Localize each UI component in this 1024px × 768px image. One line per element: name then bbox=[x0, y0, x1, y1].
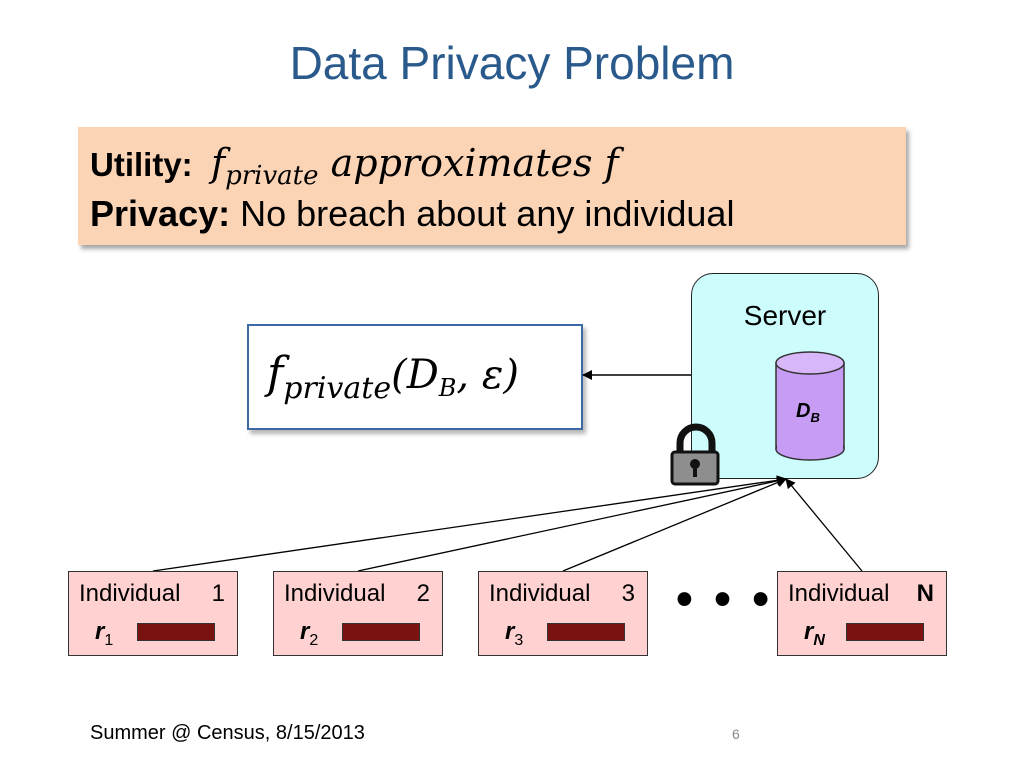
page-number: 6 bbox=[732, 726, 740, 742]
record-sub: 3 bbox=[514, 631, 524, 649]
database-icon bbox=[775, 351, 845, 461]
record-sub: N bbox=[813, 631, 825, 649]
utility-label: Utility: bbox=[90, 146, 193, 183]
record-r: r bbox=[804, 618, 814, 645]
private-function-formula: fprivate(DB, ε) bbox=[267, 348, 519, 406]
arrow-individual-1 bbox=[152, 475, 787, 572]
func-args-close: , ε) bbox=[456, 352, 519, 398]
server-label: Server bbox=[743, 300, 827, 331]
func-args-sub: B bbox=[438, 374, 457, 402]
record-sub: 2 bbox=[309, 631, 319, 649]
record-bar bbox=[342, 623, 420, 641]
arrow-individual-2 bbox=[357, 476, 787, 572]
db-sub: B bbox=[810, 410, 820, 425]
slide-title: Data Privacy Problem bbox=[289, 37, 735, 89]
utility-line: Utility: fprivate approximates f bbox=[90, 141, 619, 191]
individual-number: N bbox=[916, 580, 934, 607]
ellipsis: • • • bbox=[676, 573, 774, 626]
individual-label: Individual bbox=[284, 580, 386, 607]
record-sub: 1 bbox=[104, 631, 114, 649]
individual-number: 1 bbox=[211, 580, 225, 607]
arrow-individual-n bbox=[785, 478, 863, 572]
private-function-box: fprivate(DB, ε) bbox=[247, 324, 583, 430]
record-bar bbox=[137, 623, 215, 641]
utility-f: f bbox=[211, 141, 226, 185]
individual-box-n: Individual N rN bbox=[777, 571, 947, 656]
individual-label: Individual bbox=[788, 580, 890, 607]
record-bar bbox=[547, 623, 625, 641]
db-main: D bbox=[796, 400, 811, 422]
privacy-label: Privacy: bbox=[90, 193, 231, 234]
record-label: r1 bbox=[95, 618, 113, 650]
func-f: f bbox=[267, 348, 284, 399]
record-label: r3 bbox=[505, 618, 523, 650]
record-label: rN bbox=[804, 618, 825, 650]
individual-box-2: Individual 2 r2 bbox=[273, 571, 443, 656]
utility-rest: approximates f bbox=[318, 141, 619, 185]
individual-number: 2 bbox=[416, 580, 430, 607]
utility-sub: private bbox=[225, 161, 319, 191]
database-label: DB bbox=[796, 400, 820, 425]
individual-box-1: Individual 1 r1 bbox=[68, 571, 238, 656]
arrow-individual-3 bbox=[562, 477, 787, 572]
lock-icon bbox=[670, 423, 720, 486]
footer-text: Summer @ Census, 8/15/2013 bbox=[90, 722, 365, 744]
record-r: r bbox=[300, 618, 310, 645]
privacy-line: Privacy: No breach about any individual bbox=[90, 193, 734, 235]
individual-box-3: Individual 3 r3 bbox=[478, 571, 648, 656]
record-r: r bbox=[95, 618, 105, 645]
func-sub: private bbox=[283, 371, 392, 406]
record-r: r bbox=[505, 618, 515, 645]
individual-label: Individual bbox=[489, 580, 591, 607]
func-args-open: (D bbox=[391, 352, 439, 398]
individual-label: Individual bbox=[79, 580, 181, 607]
utility-privacy-box: Utility: fprivate approximates f Privacy… bbox=[78, 127, 906, 245]
individual-number: 3 bbox=[621, 580, 635, 607]
privacy-text: No breach about any individual bbox=[230, 193, 735, 234]
record-label: r2 bbox=[300, 618, 318, 650]
record-bar bbox=[846, 623, 924, 641]
